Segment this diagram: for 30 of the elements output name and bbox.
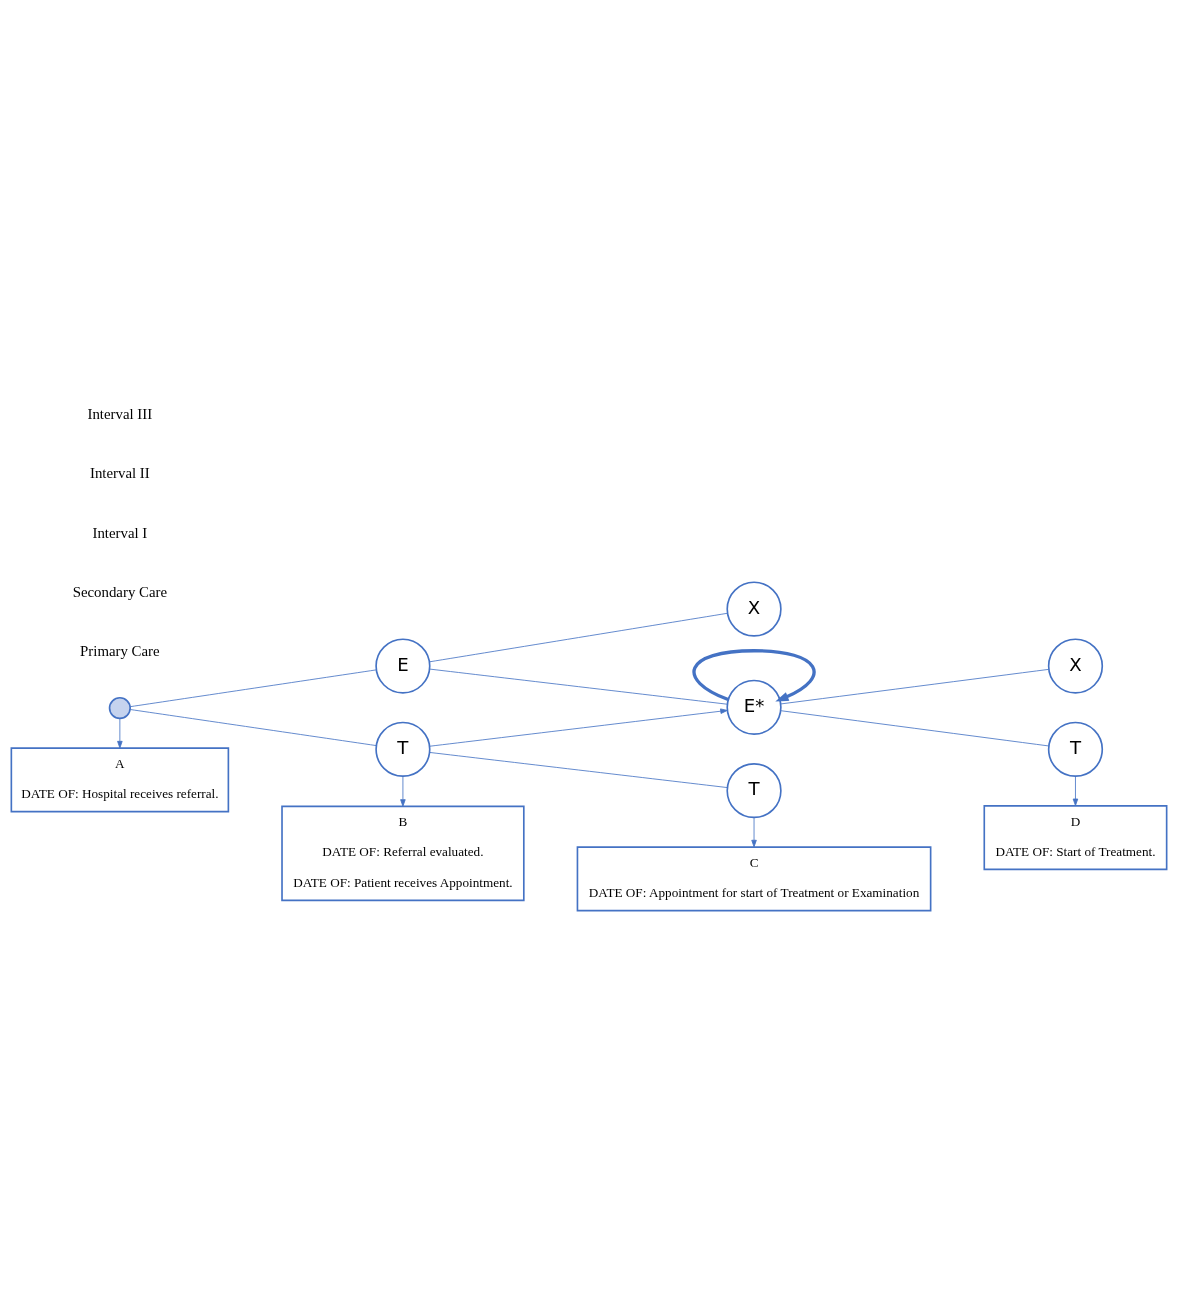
connector [429, 668, 728, 705]
node-box: D DATE OF: Start of Treatment. [983, 805, 1168, 871]
arrow [751, 817, 757, 848]
label: Secondary Care [72, 584, 168, 601]
arrow [117, 718, 123, 749]
node-circle: T [726, 763, 782, 819]
node-circle: T [1047, 721, 1104, 777]
connector [429, 752, 728, 788]
arrow [429, 708, 728, 747]
arrow [692, 649, 816, 702]
node-circle: T [375, 721, 431, 777]
label: Primary Care [80, 643, 160, 660]
label: Interval III [87, 405, 153, 422]
node-circle: X [1047, 638, 1104, 694]
node-circle [108, 696, 131, 720]
arrow [400, 775, 406, 807]
node-box: B DATE OF: Referral evaluated. DATE OF: Patient receives Appointment. [281, 805, 525, 902]
node-box: A DATE OF: Hospital receives referral. [10, 747, 230, 813]
label: Interval I [92, 524, 148, 541]
node-box: C DATE OF: Appointment for start of Treatment or Examination [576, 846, 932, 912]
connector [780, 710, 1050, 747]
arrow [1072, 775, 1079, 806]
node-circle: X [726, 581, 782, 637]
connector [780, 668, 1050, 705]
label: Interval II [89, 465, 150, 482]
node-circle: E [375, 638, 431, 694]
connector [129, 669, 377, 708]
connector [129, 709, 377, 746]
connector [429, 612, 728, 663]
node-circle: E* [726, 679, 782, 735]
